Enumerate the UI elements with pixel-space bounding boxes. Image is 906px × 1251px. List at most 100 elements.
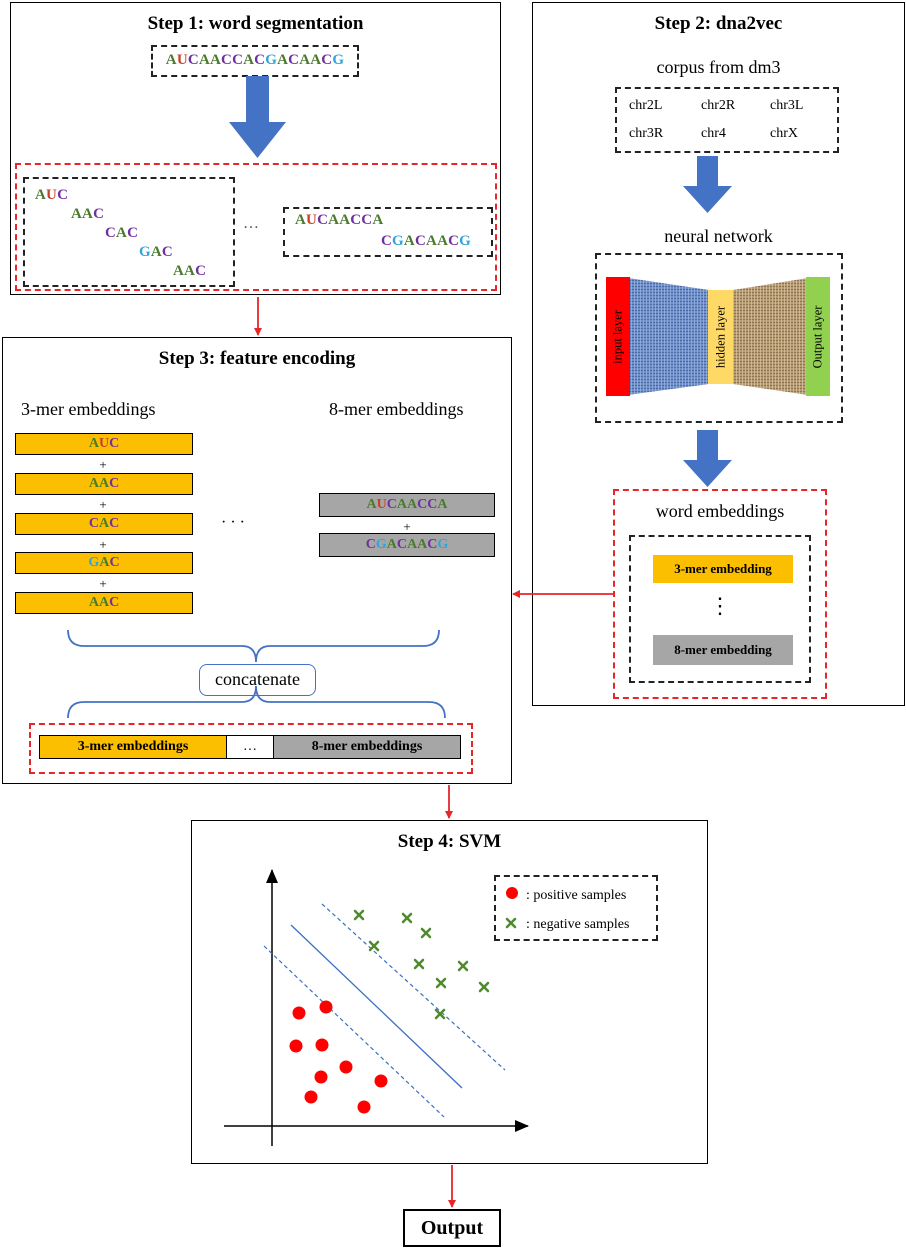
input-layer-bar	[606, 277, 630, 396]
kmer3-item: AUC	[35, 187, 68, 204]
nucleotide-letter: A	[417, 537, 428, 552]
nucleotide-letter: G	[139, 244, 151, 260]
nucleotide-letter: C	[195, 263, 207, 279]
embedding-vdots: ⋮	[709, 593, 731, 618]
kmer3-item: AAC	[173, 263, 206, 280]
nucleotide-letter: A	[88, 476, 99, 491]
kmer8-item: AUCAACCA	[295, 212, 383, 229]
nucleotide-letter: A	[277, 52, 289, 68]
corpus-box: chr2L chr2R chr3L chr3R chr4 chrX	[615, 87, 839, 153]
nucleotide-letter: C	[109, 555, 120, 570]
nucleotide-letter: A	[198, 52, 210, 68]
nucleotide-letter: C	[288, 52, 300, 68]
positive-sample-point	[339, 1060, 353, 1074]
plus-sign: +	[99, 497, 107, 512]
nucleotide-letter: A	[88, 436, 99, 451]
output-layer-label: Output layer	[810, 305, 825, 368]
nucleotide-letter: C	[109, 476, 120, 491]
chromosome-label: chr3R	[629, 126, 664, 141]
input-layer-label-wrap: input layer	[606, 277, 630, 396]
nucleotide-letter: C	[254, 52, 266, 68]
emb3-bar: 3-mer embedding	[653, 555, 793, 583]
kmer8-item: CGACAACG	[381, 233, 471, 250]
blue-down-arrow	[229, 76, 286, 158]
chromosome-label: chrX	[770, 126, 798, 141]
output-label: Output	[420, 1217, 484, 1239]
plus-sign: +	[403, 519, 411, 534]
nucleotide-letter: C	[386, 497, 397, 512]
positive-sample-point	[319, 1000, 333, 1014]
kmer3-embeddings-label: 3-mer embeddings	[21, 399, 156, 419]
positive-sample-point	[357, 1100, 371, 1114]
hidden-layer-bar	[708, 290, 733, 384]
segmentation-ellipsis: …	[243, 215, 259, 232]
word-embeddings-label: word embeddings	[655, 501, 785, 521]
nucleotide-letter: C	[127, 225, 139, 241]
nucleotide-letter: C	[317, 212, 329, 228]
output-box: Output	[403, 1209, 501, 1247]
nucleotide-letter: C	[109, 436, 120, 451]
nucleotide-letter: A	[328, 212, 340, 228]
nucleotide-letter: C	[109, 516, 120, 531]
negative-sample-point	[435, 977, 447, 989]
positive-sample-point	[374, 1074, 388, 1088]
nucleotide-letter: C	[414, 233, 427, 249]
kmer3-embedding-bar: AUC	[15, 433, 193, 455]
nucleotide-letter: G	[392, 233, 404, 249]
emb8-bar: 8-mer embedding	[653, 635, 793, 665]
nucleotide-letter: C	[161, 244, 173, 260]
nucleotide-letter: A	[173, 263, 185, 279]
nucleotide-letter: C	[396, 537, 407, 552]
negative-sample-point	[457, 960, 469, 972]
hidden-layer-label: hidden layer	[713, 305, 727, 369]
svm-hyperplane	[290, 924, 463, 1089]
chromosome-label: chr4	[701, 126, 726, 141]
kmer3-item: CAC	[105, 225, 138, 242]
bar-sequence: AUC	[89, 436, 119, 451]
blue-down-arrow	[683, 430, 732, 487]
decoder-block	[733, 278, 808, 395]
final-ellipsis-segment: …	[226, 735, 274, 759]
concatenated-vector-box: 3-mer embeddings … 8-mer embeddings	[29, 723, 473, 774]
nucleotide-letter: C	[109, 595, 120, 610]
nucleotide-letter: A	[407, 497, 418, 512]
nucleotide-letter: A	[437, 233, 449, 249]
kmer8-embedding-bar: AUCAACCA	[319, 493, 495, 517]
svm-plot	[224, 869, 529, 1146]
nucleotide-letter: C	[321, 52, 333, 68]
embedding-list-box: 3-mer embedding ⋮ 8-mer embedding	[629, 535, 811, 683]
nucleotide-letter: A	[116, 225, 128, 241]
bar-sequence: AUCAACCA	[367, 497, 448, 512]
nucleotide-letter: G	[437, 537, 449, 552]
nucleotide-letter: A	[310, 52, 322, 68]
nucleotide-letter: U	[376, 497, 387, 512]
nucleotide-letter: C	[365, 537, 376, 552]
bar-sequence: AAC	[89, 476, 119, 491]
bar-sequence: AAC	[89, 595, 119, 610]
kmer8-box: AUCAACCA CGACAACG	[283, 207, 493, 257]
nucleotide-letter: C	[187, 52, 199, 68]
chromosome-label: chr2R	[701, 98, 736, 113]
positive-sample-point	[314, 1070, 328, 1084]
legend-negative-label: : negative samples	[526, 917, 630, 932]
legend-negative-marker	[505, 917, 517, 929]
concatenate-label: concatenate	[215, 669, 300, 689]
margin-line-upper	[321, 903, 506, 1071]
nucleotide-letter: A	[339, 212, 351, 228]
negative-sample-point	[478, 981, 490, 993]
kmer3-box: AUC AAC CAC GAC AAC	[23, 177, 235, 287]
legend-positive-label: : positive samples	[526, 888, 627, 903]
legend-markers	[505, 887, 518, 929]
bar-sequence: GAC	[88, 555, 119, 570]
nucleotide-letter: A	[209, 52, 222, 68]
nucleotide-letter: C	[88, 516, 99, 531]
kmer3-embedding-bar: AAC	[15, 473, 193, 495]
nucleotide-letter: A	[295, 212, 307, 228]
negative-sample-point	[401, 912, 413, 924]
encoder-block	[628, 278, 709, 395]
nucleotide-letter: A	[88, 595, 99, 610]
nucleotide-letter: A	[82, 206, 94, 222]
nucleotide-letter: C	[105, 225, 117, 241]
nucleotide-letter: A	[243, 52, 255, 68]
output-layer-label-wrap: Output layer	[806, 277, 830, 396]
